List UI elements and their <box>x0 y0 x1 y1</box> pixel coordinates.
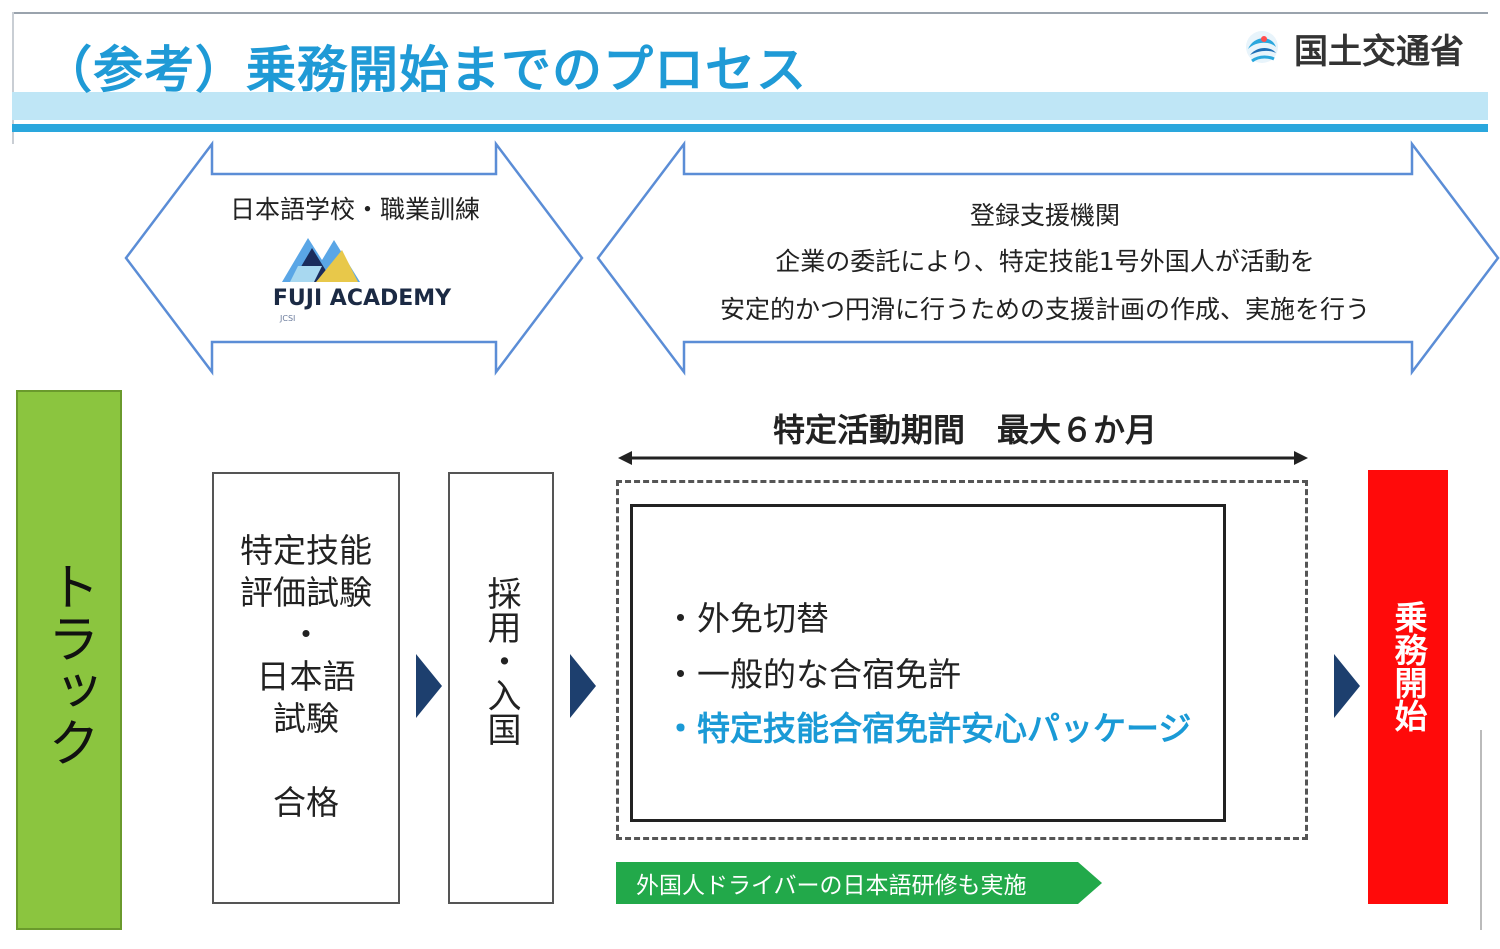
exam-line: 日本語 <box>256 657 356 696</box>
license-item: ・外免切替 <box>664 599 829 638</box>
exam-line: ・ <box>289 615 323 654</box>
exam-line: 評価試験 <box>240 573 372 612</box>
support-org-title: 登録支援機関 <box>969 201 1120 230</box>
support-org-line-2: 安定的かつ円滑に行うための支援計画の作成、実施を行う <box>719 295 1370 324</box>
exam-line <box>212 740 400 782</box>
page-title: （参考）乗務開始までのプロセス <box>42 41 807 99</box>
right-double-arrow <box>596 140 1500 376</box>
fuji-academy-logo-text: FUJI ACADEMY <box>272 286 452 311</box>
header-underline <box>12 124 1488 132</box>
chevron-right-icon <box>1334 654 1360 718</box>
right-edge-rule <box>1480 730 1482 930</box>
fuji-academy-mountain-icon <box>282 238 360 282</box>
exam-box <box>212 472 400 904</box>
ministry-emblem-icon <box>1246 30 1278 63</box>
header-left-rule <box>12 12 14 144</box>
license-box <box>630 504 1226 822</box>
hiring-label: 採用・入国 <box>481 576 521 746</box>
hiring-box <box>448 472 554 904</box>
ministry-logo: 国土交通省 <box>1240 24 1464 73</box>
start-duty-bar <box>1368 470 1448 904</box>
start-duty-label: 乗務開始 <box>1389 600 1428 732</box>
period-dashed-box <box>616 480 1308 840</box>
hiring-text-wrap: 採用・入国 <box>448 576 554 746</box>
license-item: ・一般的な合宿免許 <box>664 655 961 694</box>
exam-line: 合格 <box>273 783 339 822</box>
support-org-line-1: 企業の委託により、特定技能1号外国人が活動を <box>775 247 1315 276</box>
fuji-academy-logo-sub: JCSI <box>280 314 296 323</box>
truck-label-wrap: トラック <box>16 560 122 768</box>
license-item-highlight: ・特定技能合宿免許安心パッケージ <box>664 709 1192 748</box>
header-band <box>12 92 1488 120</box>
left-double-arrow <box>124 140 584 376</box>
truck-bar <box>16 390 122 930</box>
header-top-rule <box>12 12 1488 14</box>
school-label: 日本語学校・職業訓練 <box>229 195 480 224</box>
ministry-name: 国土交通省 <box>1294 32 1464 72</box>
exam-line: 試験 <box>273 699 339 738</box>
period-title: 特定活動期間 最大６か月 <box>772 411 1157 449</box>
japanese-training-tag <box>616 862 1102 904</box>
start-duty-wrap: 乗務開始 <box>1368 600 1448 732</box>
chevron-right-icon <box>570 654 596 718</box>
exam-line: 特定技能 <box>240 531 372 570</box>
exam-box-text: 特定技能 評価試験 ・ 日本語 試験 合格 <box>212 530 400 824</box>
japanese-training-text: 外国人ドライバーの日本語研修も実施 <box>636 873 1027 899</box>
chevron-right-icon <box>416 654 442 718</box>
truck-label: トラック <box>38 560 99 768</box>
period-arrow-right-head <box>1294 451 1308 465</box>
period-arrow-left-head <box>618 451 632 465</box>
